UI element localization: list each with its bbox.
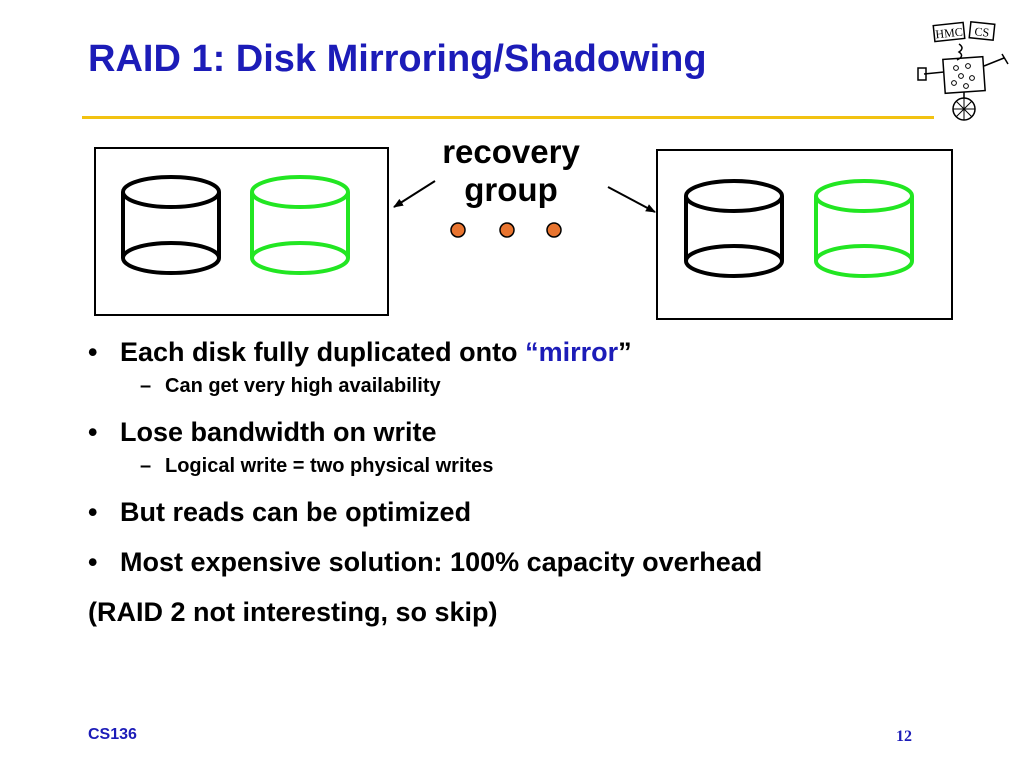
arrow-to-right-group [607, 186, 656, 213]
bullet-list: • Each disk fully duplicated onto “mirro… [88, 336, 948, 628]
closing-note: (RAID 2 not interesting, so skip) [88, 597, 498, 627]
mirror-highlight: mirror [538, 337, 619, 367]
logo-label-cs: CS [974, 24, 990, 39]
left-disk-group-box [94, 147, 389, 316]
left-primary-disk-icon [121, 175, 221, 275]
bullet-text: But reads can be optimized [120, 497, 472, 527]
ellipsis-dots [450, 222, 562, 238]
bullet-text: Most expensive solution: 100% capacity o… [120, 547, 763, 577]
recovery-group-line-1: recovery [442, 133, 580, 170]
dash-mark: – [140, 375, 152, 397]
bullet-mark: • [88, 337, 98, 367]
bullet-text: Each disk fully duplicated onto [120, 337, 526, 367]
sub-bullet-text: Can get very high availability [165, 375, 441, 397]
bullet-mark: • [88, 417, 98, 447]
right-disk-group-box [656, 149, 953, 320]
slide-title: RAID 1: Disk Mirroring/Shadowing [88, 38, 707, 80]
left-mirror-disk-icon [250, 175, 350, 275]
logo-label-hmc: HMC [935, 25, 964, 42]
raid1-diagram [94, 147, 953, 320]
right-mirror-disk-icon [814, 179, 914, 278]
bullet-item: • But reads can be optimized [88, 496, 948, 528]
bullet-mark: • [88, 547, 98, 577]
quote-close: ” [618, 337, 632, 367]
bullet-mark: • [88, 497, 98, 527]
bullet-item: • Most expensive solution: 100% capacity… [88, 546, 948, 578]
right-primary-disk-icon [684, 179, 784, 278]
bullet-item: • Lose bandwidth on write [88, 416, 948, 448]
quote-open: “ [525, 337, 539, 367]
page-number: 12 [896, 728, 912, 745]
recovery-group-label: recovery group [400, 133, 622, 209]
sub-bullet-text: Logical write = two physical writes [165, 455, 494, 477]
arrow-to-left-group [393, 180, 436, 208]
hmc-cs-logo: HMC CS [917, 20, 1009, 121]
dash-mark: – [140, 455, 152, 477]
title-underline [82, 116, 934, 119]
bullet-text: Lose bandwidth on write [120, 417, 437, 447]
sub-bullet-item: – Logical write = two physical writes [88, 454, 948, 478]
bullet-item: • Each disk fully duplicated onto “mirro… [88, 336, 948, 368]
recovery-group-line-2: group [464, 171, 558, 208]
sub-bullet-item: – Can get very high availability [88, 374, 948, 398]
course-label: CS136 [88, 726, 137, 743]
